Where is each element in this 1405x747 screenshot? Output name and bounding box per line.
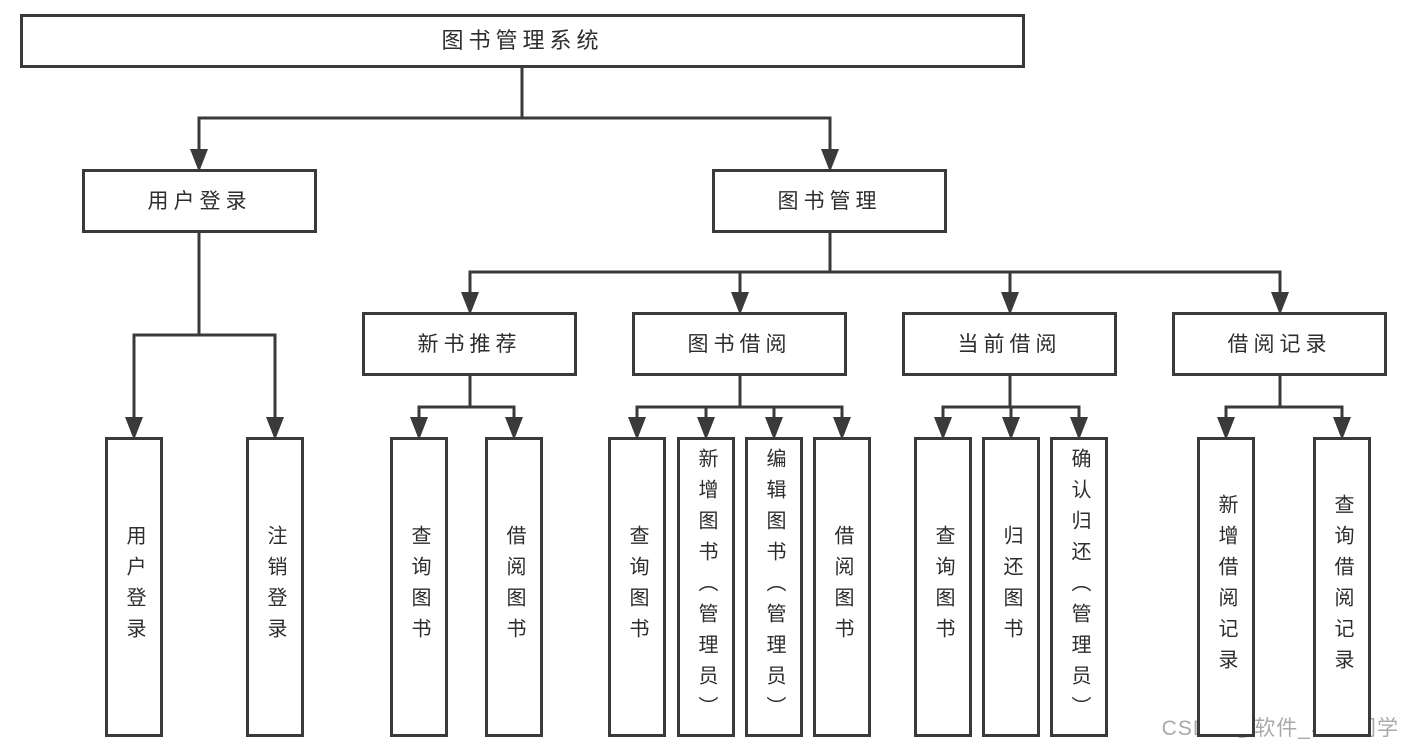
node-leaf-add-borrow-record: 新增借阅记录 (1197, 437, 1255, 737)
node-leaf-query-books-2: 查询图书 (608, 437, 666, 737)
node-borrow-records: 借阅记录 (1172, 312, 1387, 376)
node-leaf-query-books-3: 查询图书 (914, 437, 972, 737)
node-leaf-borrow-books-2: 借阅图书 (813, 437, 871, 737)
node-leaf-logout: 注销登录 (246, 437, 304, 737)
node-label: 图书借阅 (687, 332, 792, 356)
node-user-login: 用户登录 (82, 169, 317, 233)
connector-line (468, 231, 1282, 296)
node-label: 归还图书 (1000, 525, 1022, 649)
node-leaf-user-login: 用户登录 (105, 437, 163, 737)
connector-line (1224, 374, 1344, 421)
node-label: 确认归还（管理员） (1068, 447, 1090, 727)
node-leaf-query-books-1: 查询图书 (390, 437, 448, 737)
connector-line (941, 374, 1081, 421)
node-leaf-return-books: 归还图书 (982, 437, 1040, 737)
node-leaf-edit-books-admin: 编辑图书（管理员） (745, 437, 803, 737)
node-label: 新书推荐 (417, 332, 522, 356)
node-label: 借阅图书 (503, 525, 525, 649)
node-leaf-borrow-books-1: 借阅图书 (485, 437, 543, 737)
connector-line (197, 66, 832, 153)
node-current-borrow: 当前借阅 (902, 312, 1117, 376)
node-label: 用户登录 (123, 525, 145, 649)
connector-line (132, 231, 277, 421)
node-root: 图书管理系统 (20, 14, 1025, 68)
node-label: 注销登录 (264, 525, 286, 649)
node-new-book-rec: 新书推荐 (362, 312, 577, 376)
node-label: 查询图书 (626, 525, 648, 649)
node-label: 新增借阅记录 (1215, 494, 1237, 680)
node-label: 查询借阅记录 (1331, 494, 1353, 680)
node-label: 新增图书（管理员） (695, 447, 717, 727)
node-leaf-add-books-admin: 新增图书（管理员） (677, 437, 735, 737)
connector-line (635, 374, 844, 421)
connector-line (417, 374, 516, 421)
node-label: 图书管理系统 (441, 28, 604, 53)
node-label: 借阅图书 (831, 525, 853, 649)
node-leaf-confirm-return-admin: 确认归还（管理员） (1050, 437, 1108, 737)
node-book-mgmt: 图书管理 (712, 169, 947, 233)
node-label: 查询图书 (408, 525, 430, 649)
node-book-borrow: 图书借阅 (632, 312, 847, 376)
node-label: 当前借阅 (957, 332, 1062, 356)
node-label: 借阅记录 (1227, 332, 1332, 356)
node-label: 查询图书 (932, 525, 954, 649)
node-leaf-query-borrow-record: 查询借阅记录 (1313, 437, 1371, 737)
node-label: 编辑图书（管理员） (763, 447, 785, 727)
node-label: 用户登录 (147, 189, 252, 213)
node-label: 图书管理 (777, 189, 882, 213)
